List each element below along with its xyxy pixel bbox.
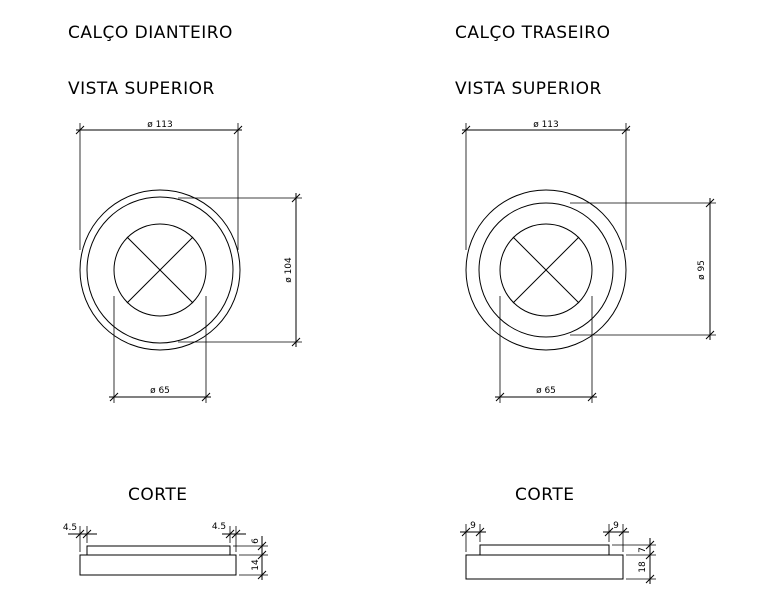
front-section-label: CORTE (128, 485, 187, 505)
rear-section-label: CORTE (515, 485, 574, 505)
rear-section-dim-left: 9 (470, 521, 476, 531)
front-section-dim-total: 14 (251, 559, 261, 571)
rear-middle-circle (478, 202, 614, 338)
front-outer-dimension: ø 113 (75, 120, 243, 250)
front-section-dim-top: 6 (251, 538, 261, 544)
rear-part: CALÇO TRASEIRO VISTA SUPERIOR ø 113 ø 95 (455, 23, 716, 584)
front-outer-circle (79, 189, 241, 351)
rear-section-dim-right: 9 (613, 521, 619, 531)
rear-outer-circle (465, 189, 627, 351)
front-middle-dimension: ø 104 (178, 193, 302, 347)
rear-section-base (465, 554, 624, 580)
rear-section-step (479, 544, 610, 556)
rear-inner-dim-label: ø 65 (536, 386, 556, 396)
front-middle-circle (86, 196, 234, 344)
rear-section-dim-top: 7 (638, 547, 648, 553)
front-section-dim-right: 4.5 (212, 522, 226, 532)
rear-outer-dimension: ø 113 (461, 120, 631, 250)
rear-section-view: 9 9 7 18 (460, 521, 656, 584)
front-section-dim-left: 4.5 (63, 523, 77, 533)
rear-middle-dim-label: ø 95 (697, 260, 707, 280)
rear-section-dim-total: 18 (638, 561, 648, 573)
front-section-view: 4.5 4.5 6 14 (63, 522, 268, 580)
front-view-label: VISTA SUPERIOR (68, 79, 215, 99)
rear-inner-circle (499, 223, 593, 317)
front-middle-dim-label: ø 104 (284, 257, 294, 283)
rear-middle-dimension: ø 95 (570, 198, 716, 340)
rear-title: CALÇO TRASEIRO (455, 23, 611, 43)
rear-inner-dimension: ø 65 (495, 296, 597, 403)
front-section-step (86, 545, 231, 556)
rear-view-label: VISTA SUPERIOR (455, 79, 602, 99)
front-title: CALÇO DIANTEIRO (68, 23, 233, 43)
front-outer-dim-label: ø 113 (147, 120, 173, 130)
front-part: CALÇO DIANTEIRO VISTA SUPERIOR ø 113 ø 1… (63, 23, 302, 580)
rear-cross-line (512, 236, 580, 304)
front-section-base (79, 554, 237, 576)
front-cross-line (126, 236, 194, 304)
rear-outer-dim-label: ø 113 (533, 120, 559, 130)
front-inner-dimension: ø 65 (109, 296, 211, 403)
front-inner-circle (113, 223, 207, 317)
front-inner-dim-label: ø 65 (150, 386, 170, 396)
